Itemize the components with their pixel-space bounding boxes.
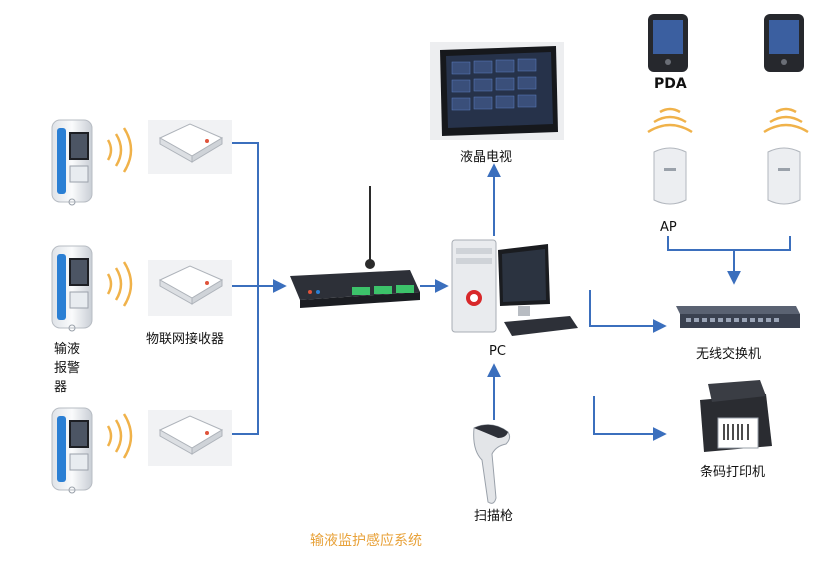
infusion-alarm-device-2 <box>51 245 93 332</box>
scanner-label: 扫描枪 <box>474 509 514 524</box>
access-point-2 <box>767 147 801 205</box>
diagram-caption: 输液监护感应系统 <box>310 533 422 549</box>
barcode-printer-label: 条码打印机 <box>700 465 766 480</box>
iot-receiver-3 <box>148 410 232 466</box>
infusion-alarm-device-3 <box>51 407 93 494</box>
ap-label: AP <box>660 220 677 235</box>
pda-label: PDA <box>654 76 687 92</box>
wireless-switch <box>676 306 800 328</box>
pc-to-switch-arrow <box>589 290 667 333</box>
pc-label: PC <box>489 344 506 359</box>
signal-arcs-ap-2 <box>763 107 809 134</box>
signal-arcs-ap-1 <box>647 107 693 134</box>
iot-receiver-label: 物联网接收器 <box>146 332 225 347</box>
pda-device-1 <box>648 14 688 72</box>
wireless-switch-label: 无线交换机 <box>696 347 762 362</box>
infusion-alarm-device-1 <box>51 119 93 206</box>
lcd-tv-label: 液晶电视 <box>460 150 513 165</box>
lcd-tv-screen <box>430 42 564 140</box>
pc-to-printer-arrow <box>593 396 667 441</box>
pc-computer <box>451 239 578 336</box>
receiver-connectors <box>232 142 287 435</box>
iot-receiver-2 <box>148 260 232 316</box>
barcode-scanner <box>473 424 511 504</box>
ap-to-switch-connector <box>667 236 791 282</box>
signal-arcs-1 <box>106 127 133 173</box>
signal-arcs-3 <box>106 413 133 459</box>
access-point-1 <box>653 147 687 205</box>
pda-device-2 <box>764 14 804 72</box>
gateway-router <box>290 186 420 308</box>
infusion-alarm-label-line-1: 输液 <box>54 342 81 357</box>
iot-receiver-1 <box>148 120 232 174</box>
infusion-alarm-label: 输液 报警 器 <box>54 340 80 397</box>
barcode-printer <box>700 380 772 452</box>
infusion-alarm-label-line-3: 器 <box>54 380 68 395</box>
signal-arcs-2 <box>106 261 133 307</box>
infusion-alarm-label-line-2: 报警 <box>54 361 81 376</box>
